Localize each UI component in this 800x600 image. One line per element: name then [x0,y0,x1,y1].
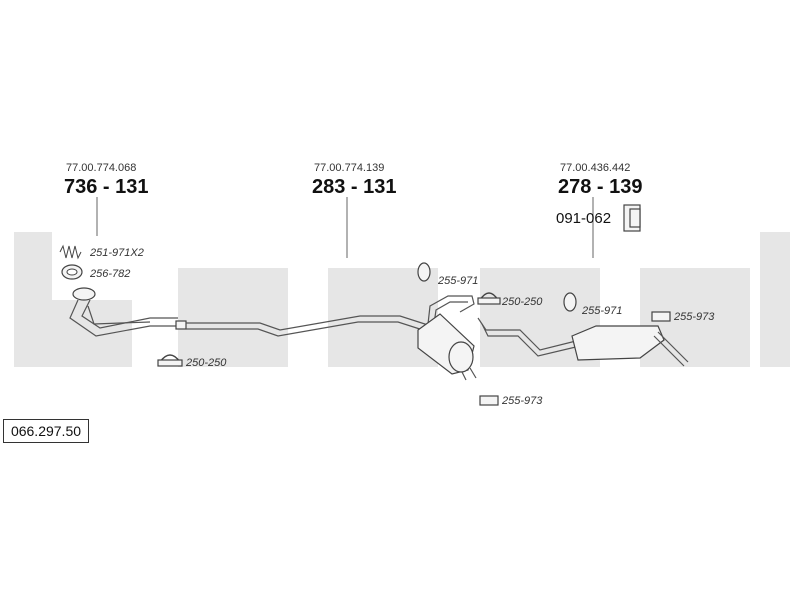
clamp-icon-middle [477,292,501,305]
part-label-mount-center[interactable]: 255-971 [437,275,478,287]
center-muffler [417,295,477,381]
part-label-bracket-bottom[interactable]: 255-973 [501,395,543,407]
spring-icon [59,244,82,260]
rubber-mount-icon-rear [563,292,577,312]
bracket-icon-rear [651,311,671,322]
part-number-rear-muffler[interactable]: 278 - 139 [558,176,643,198]
part-label-gasket[interactable]: 256-782 [89,268,130,280]
part-number-center-muffler[interactable]: 283 - 131 [312,176,397,198]
middle-pipe [186,315,429,337]
part-label-mount-rear[interactable]: 255-971 [581,305,622,317]
clamp-icon-front [157,354,183,367]
ref-number-center-muffler: 77.00.774.139 [314,162,384,174]
mounting-kit-icon [623,204,641,232]
front-pipe [69,287,187,337]
part-label-spring[interactable]: 251-971X2 [89,247,144,259]
part-number-mounting-kit[interactable]: 091-062 [556,210,611,227]
diagram-number-box: 066.297.50 [3,419,89,443]
part-label-clamp-middle[interactable]: 250-250 [501,296,543,308]
part-number-front-pipe[interactable]: 736 - 131 [64,176,149,198]
ref-number-rear-muffler: 77.00.436.442 [560,162,630,174]
rear-muffler [571,325,689,367]
rear-pipe [477,317,581,357]
rubber-mount-icon-center [417,262,431,282]
gasket-ring-icon [61,264,83,280]
part-label-clamp-front[interactable]: 250-250 [185,357,227,369]
part-label-bracket-rear[interactable]: 255-973 [673,311,715,323]
bracket-icon-bottom [479,395,499,406]
ref-number-front-pipe: 77.00.774.068 [66,162,136,174]
